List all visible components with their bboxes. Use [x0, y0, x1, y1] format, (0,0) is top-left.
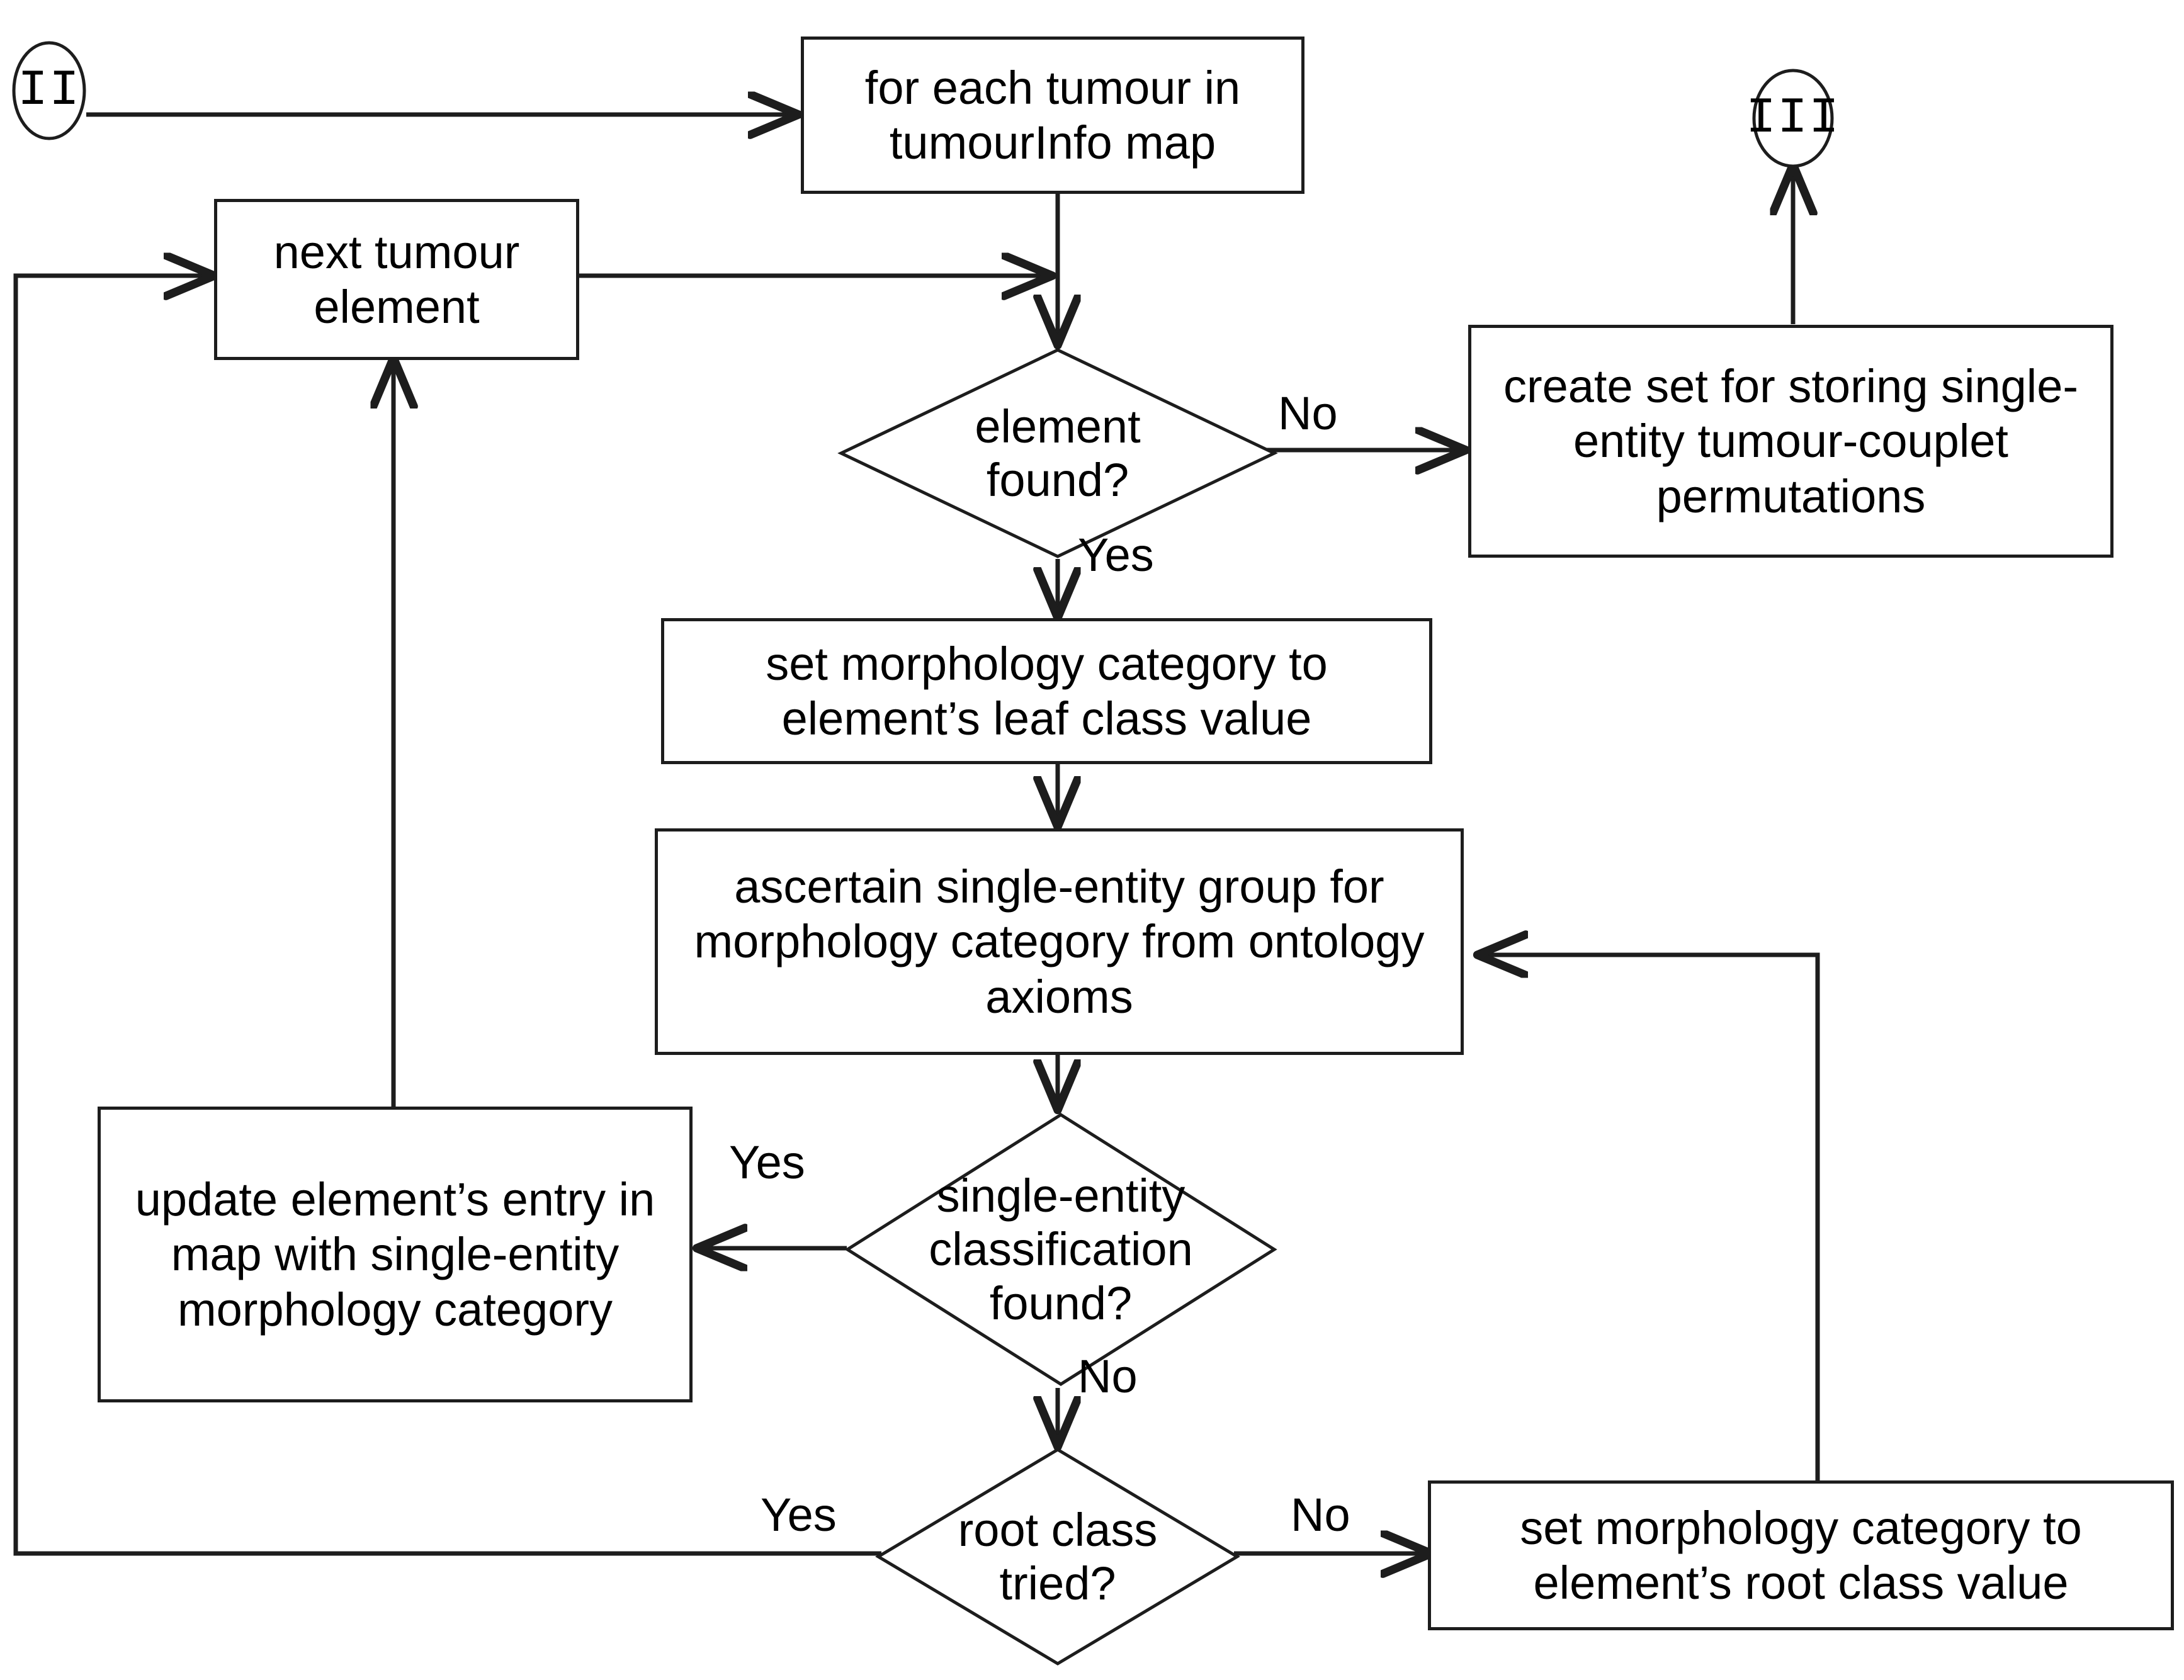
classification-found-diamond-shape [844, 1113, 1277, 1386]
root-class-tried-diamond-shape [875, 1448, 1240, 1666]
decision-classification-found-line3: found? [989, 1277, 1133, 1329]
edge-label-element-found-no: No [1278, 387, 1338, 439]
entry-ellipse-shape [12, 41, 86, 140]
decision-classification-found-label: single-entity classification found? [929, 1169, 1193, 1329]
edge-setroot-to-ascertain [1480, 955, 1820, 1482]
process-for-each-tumour[interactable]: for each tumour in tumourInfo map [801, 37, 1304, 194]
decision-element-found-line2: found? [986, 454, 1129, 506]
edge-label-classification-found-no: No [1078, 1350, 1138, 1402]
decision-root-class-tried[interactable]: root class tried? [875, 1446, 1240, 1667]
process-next-tumour-element[interactable]: next tumour element [214, 199, 579, 360]
decision-element-found-line1: element [975, 400, 1141, 453]
edge-label-element-found-yes: Yes [1078, 529, 1154, 581]
decision-element-found[interactable]: element found? [837, 346, 1278, 560]
decision-classification-found[interactable]: single-entity classification found? [844, 1111, 1278, 1388]
process-set-leaf-class[interactable]: set morphology category to element’s lea… [661, 618, 1432, 764]
edge-label-root-class-tried-yes: Yes [761, 1489, 837, 1541]
decision-root-class-tried-line1: root class [958, 1503, 1158, 1556]
element-found-diamond-shape [837, 348, 1278, 558]
decision-classification-found-line2: classification [929, 1223, 1193, 1276]
exit-ellipse-shape [1752, 69, 1834, 168]
connector-exit-iii: III [1738, 68, 1848, 169]
decision-classification-found-line1: single-entity [936, 1170, 1185, 1222]
edge-label-root-class-tried-no: No [1291, 1489, 1350, 1541]
decision-root-class-tried-line2: tried? [999, 1557, 1116, 1610]
connector-entry-ii: II [11, 40, 87, 141]
process-ascertain-group[interactable]: ascertain single-entity group for morpho… [655, 828, 1464, 1055]
decision-element-found-label: element found? [975, 400, 1140, 507]
edge-label-classification-found-yes: Yes [729, 1136, 805, 1188]
decision-root-class-tried-label: root class tried? [958, 1503, 1158, 1610]
process-set-root-class[interactable]: set morphology category to element’s roo… [1428, 1480, 2174, 1630]
connector-entry-label: II [17, 62, 81, 120]
connector-exit-label: III [1745, 89, 1841, 147]
process-update-entry[interactable]: update element’s entry in map with singl… [98, 1107, 693, 1402]
process-create-set[interactable]: create set for storing single-entity tum… [1468, 325, 2113, 558]
